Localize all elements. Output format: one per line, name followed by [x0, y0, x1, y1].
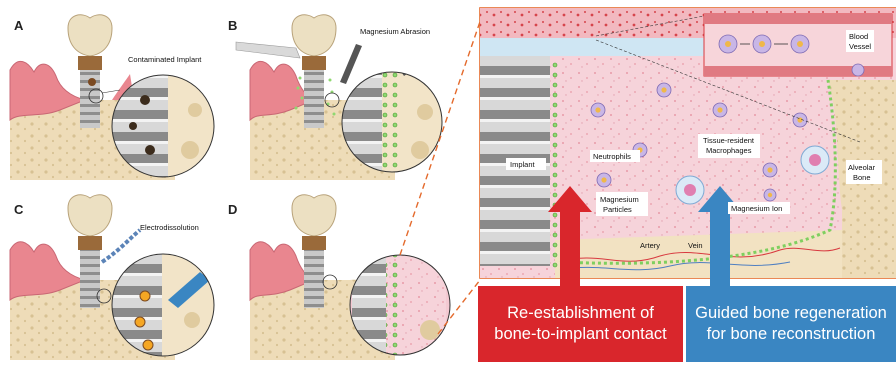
label-magnesium-ion: Magnesium Ion	[731, 204, 782, 213]
panel-d-crown	[292, 195, 336, 236]
panel-b-letter: B	[228, 18, 237, 33]
panel-c: C Electrodissolution	[10, 195, 220, 364]
outcome-left-line1: Re-establishment of	[478, 303, 683, 324]
panel-a-contamination	[88, 78, 96, 86]
panel-c-label: Electrodissolution	[140, 223, 199, 232]
label-alveolar-2: Bone	[853, 173, 871, 182]
detail-panel: Implant Neutrophils Tissue-resident Macr…	[480, 8, 896, 286]
panel-b-abutment	[302, 56, 326, 70]
panel-a-abutment	[78, 56, 102, 70]
label-particles-1: Magnesium	[600, 195, 639, 204]
label-alveolar-1: Alveolar	[848, 163, 876, 172]
panel-b-crown	[292, 15, 336, 56]
panel-b-nozzle-left	[236, 42, 300, 58]
outcome-left-line2: bone-to-implant contact	[478, 324, 683, 345]
label-blood-vessel-1: Blood	[849, 32, 868, 41]
panel-b-label: Magnesium Abrasion	[360, 27, 430, 36]
panel-c-crown	[68, 195, 112, 236]
panel-c-electrode	[102, 230, 140, 262]
label-implant: Implant	[510, 160, 536, 169]
panel-d-abutment	[302, 236, 326, 250]
label-blood-vessel-2: Vessel	[849, 42, 871, 51]
outcome-right-line2: for bone reconstruction	[686, 324, 896, 345]
label-macrophages-2: Macrophages	[706, 146, 752, 155]
panel-c-abutment	[78, 236, 102, 250]
label-neutrophils: Neutrophils	[593, 152, 631, 161]
outcome-banner-bone-contact: Re-establishment of bone-to-implant cont…	[478, 286, 683, 362]
panel-d-implant	[304, 250, 324, 308]
panel-b-nozzle-right	[340, 44, 362, 84]
label-particles-2: Particles	[603, 205, 632, 214]
panel-b-implant	[304, 70, 324, 128]
panel-a-letter: A	[14, 18, 24, 33]
panel-d-letter: D	[228, 202, 237, 217]
label-artery: Artery	[640, 241, 660, 250]
panel-c-implant	[80, 250, 100, 308]
label-macrophages-1: Tissue-resident	[703, 136, 755, 145]
outcome-right-line1: Guided bone regeneration	[686, 303, 896, 324]
panel-c-letter: C	[14, 202, 24, 217]
panel-a: A Contaminated Implant	[10, 15, 220, 184]
outcome-banner-bone-regeneration: Guided bone regeneration for bone recons…	[686, 286, 896, 362]
panel-a-crown	[68, 15, 112, 56]
label-vein: Vein	[688, 241, 703, 250]
detail-vessel-wall	[480, 38, 710, 56]
panel-a-label: Contaminated Implant	[128, 55, 202, 64]
panel-b: B Magnesium Abrasion	[228, 15, 450, 180]
